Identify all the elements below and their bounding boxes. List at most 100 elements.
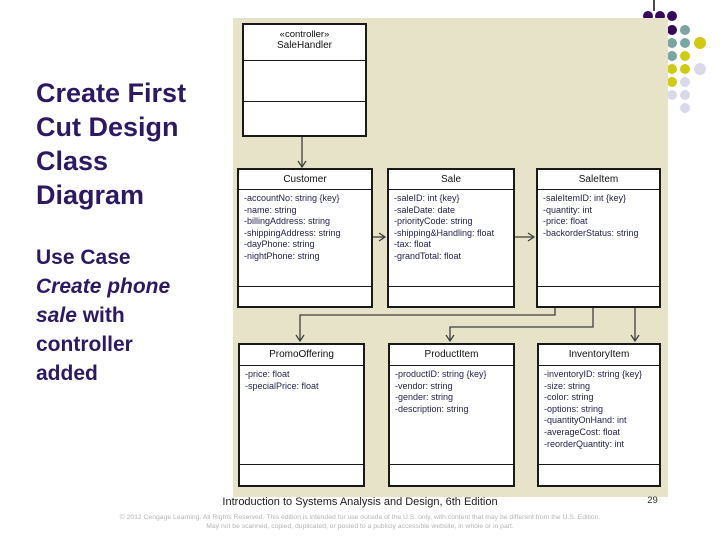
uml-attribute: -gender: string [395, 392, 454, 403]
class-name: ProductItem [424, 349, 479, 360]
attributes-compartment: -price: float-specialPrice: float [240, 365, 363, 464]
attributes-compartment: -saleID: int {key}-saleDate: date-priori… [389, 189, 513, 286]
uml-attribute: -specialPrice: float [245, 380, 319, 391]
uml-attribute: -price: float [245, 369, 290, 379]
connector-saleitem-productitem [449, 308, 594, 340]
methods-compartment [390, 464, 513, 485]
class-title: «controller» SaleHandler [244, 25, 365, 60]
decorative-dot [694, 63, 706, 75]
class-name: InventoryItem [568, 349, 630, 360]
copyright-line: May not be scanned, copied, duplicated, … [206, 523, 514, 530]
methods-compartment [239, 286, 371, 306]
subtitle-line: sale with [36, 304, 125, 327]
class-name: Customer [283, 174, 327, 185]
decorative-dot [667, 25, 677, 35]
decorative-dot [680, 103, 690, 113]
uml-attribute: -productID: string {key} [395, 369, 487, 379]
title-line: Diagram [36, 180, 145, 210]
decorative-dot [667, 90, 677, 100]
uml-attribute: -inventoryID: string {key} [544, 369, 643, 379]
class-sale: Sale -saleID: int {key}-saleDate: date-p… [387, 168, 515, 308]
methods-compartment [389, 286, 513, 306]
uml-attribute: -grandTotal: float [394, 250, 462, 261]
title-line: Create First [36, 78, 187, 108]
class-saleitem: SaleItem -saleItemID: int {key}-quantity… [536, 168, 661, 308]
uml-attribute: -averageCost: float [544, 426, 621, 437]
copyright-notice: © 2012 Cengage Learning. All Rights Rese… [30, 513, 690, 531]
uml-diagram-panel: «controller» SaleHandler Customer -accou… [233, 18, 668, 497]
decorative-dot [680, 77, 690, 87]
uml-attribute: -reorderQuantity: int [544, 438, 625, 449]
decorative-dot [667, 64, 677, 74]
uml-attribute: -color: string [544, 392, 594, 403]
attributes-compartment: -accountNo: string {key}-name: string-bi… [239, 189, 371, 286]
title-line: Cut Design [36, 112, 179, 142]
subtitle-line: controller [36, 333, 133, 356]
attributes-compartment: -saleItemID: int {key}-quantity: int-pri… [538, 189, 659, 286]
class-name: PromoOffering [269, 349, 334, 360]
footer-book-title: Introduction to Systems Analysis and Des… [222, 496, 498, 508]
arrow-right-icon [527, 232, 536, 242]
arrow-down-icon [297, 160, 307, 169]
uml-attribute: -description: string [395, 403, 469, 414]
uml-attribute: -vendor: string [395, 380, 453, 391]
arrow-down-icon [295, 334, 305, 343]
uml-attribute: -nightPhone: string [244, 250, 320, 261]
class-name: Sale [440, 174, 461, 185]
uml-attribute: -backorderStatus: string [543, 227, 639, 238]
decorative-dot [667, 38, 677, 48]
subtitle-line: Create phone [36, 275, 171, 298]
decorative-dot [680, 90, 690, 100]
arrow-down-icon [630, 334, 640, 343]
uml-connectors [295, 137, 640, 343]
decorative-dot [667, 51, 677, 61]
subtitle-line: added [36, 362, 98, 385]
class-salehandler: «controller» SaleHandler [242, 23, 367, 137]
decorative-dot [680, 51, 690, 61]
uml-attribute: -name: string [244, 204, 297, 215]
uml-attribute: -saleID: int {key} [394, 193, 460, 203]
class-promooffering: PromoOffering -price: float-specialPrice… [238, 343, 365, 487]
uml-attribute: -accountNo: string {key} [244, 193, 340, 203]
class-stereotype: «controller» [279, 29, 330, 40]
methods-compartment [240, 464, 363, 485]
attributes-compartment: -inventoryID: string {key}-size: string-… [539, 365, 659, 464]
attributes-compartment [244, 60, 365, 101]
arrow-right-icon [378, 232, 387, 242]
arrow-down-icon [445, 334, 455, 343]
class-name: SaleHandler [276, 40, 333, 51]
uml-attribute: -size: string [544, 380, 591, 391]
top-rule-tick [653, 0, 655, 11]
methods-compartment [539, 464, 659, 485]
methods-compartment [244, 101, 365, 135]
uml-attribute: -saleDate: date [394, 204, 456, 215]
uml-attribute: -priorityCode: string [394, 216, 473, 227]
subtitle-line: Use Case [36, 246, 131, 269]
decorative-dot [694, 37, 706, 49]
class-productitem: ProductItem -productID: string {key}-ven… [388, 343, 515, 487]
decorative-dot [667, 11, 677, 21]
decorative-dot [680, 38, 690, 48]
decorative-dot [667, 77, 677, 87]
slide-page-number: 29 [647, 495, 658, 506]
class-customer: Customer -accountNo: string {key}-name: … [237, 168, 373, 308]
uml-attribute: -saleItemID: int {key} [543, 193, 627, 203]
copyright-line: © 2012 Cengage Learning. All Rights Rese… [119, 514, 601, 521]
uml-attribute: -shipping&Handling: float [394, 227, 495, 238]
class-name: SaleItem [578, 174, 619, 185]
attributes-compartment: -productID: string {key}-vendor: string-… [390, 365, 513, 464]
class-inventoryitem: InventoryItem -inventoryID: string {key}… [537, 343, 661, 487]
title-line: Class [36, 146, 109, 176]
uml-attribute: -shippingAddress: string [244, 227, 341, 238]
uml-attribute: -dayPhone: string [244, 239, 315, 250]
connector-saleitem-promooffering [299, 308, 556, 340]
decorative-dot [680, 25, 690, 35]
uml-attribute: -quantity: int [543, 204, 593, 215]
methods-compartment [538, 286, 659, 306]
decorative-dot [680, 64, 690, 74]
uml-attribute: -options: string [544, 403, 604, 414]
uml-attribute: -price: float [543, 216, 588, 227]
uml-attribute: -tax: float [394, 239, 432, 250]
uml-attribute: -quantityOnHand: int [544, 415, 627, 426]
